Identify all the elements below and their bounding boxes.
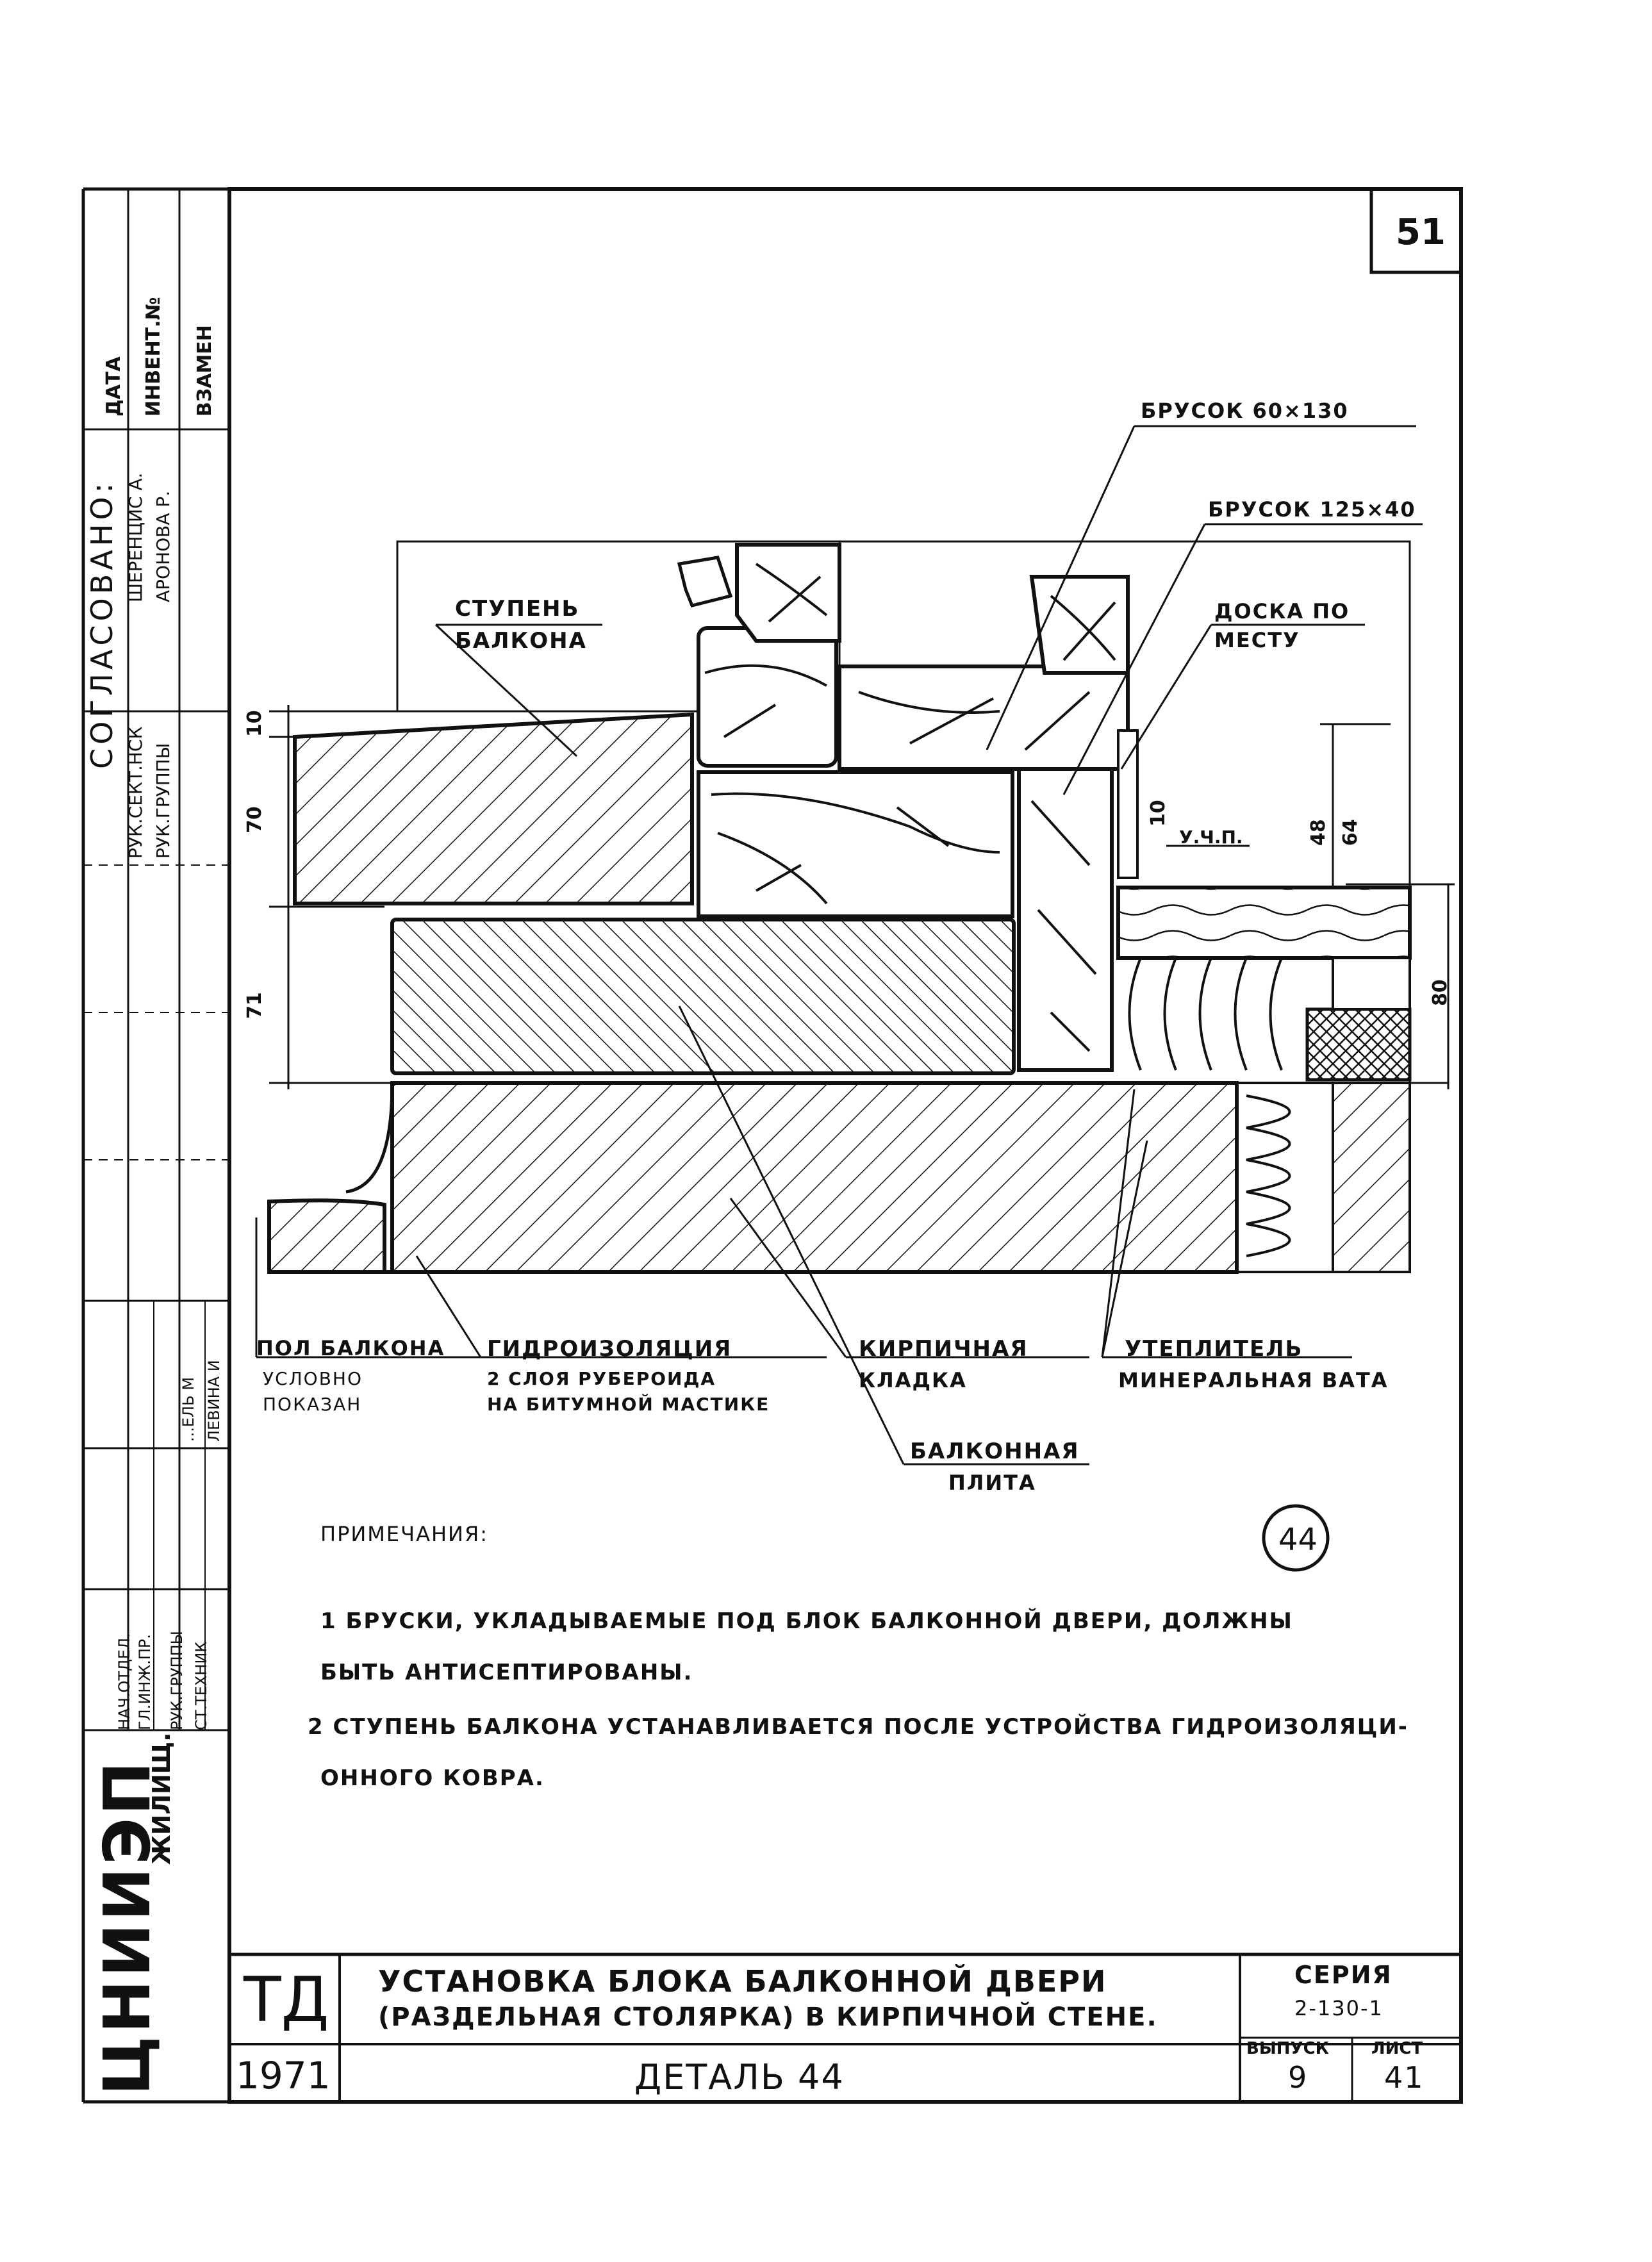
stamp-header: СОГЛАСОВАНО:: [85, 479, 119, 769]
label-stupen-1: СТУПЕНЬ: [455, 596, 580, 622]
title-block-subtitle: ДЕТАЛЬ 44: [634, 2057, 845, 2097]
label-gidro-2: 2 СЛОЯ РУБЕРОИДА: [487, 1368, 716, 1389]
title-block-list-value: 41: [1384, 2060, 1425, 2095]
stamp-lower-role-1: НАЧ.ОТДЕЛ.: [115, 1633, 133, 1730]
title-block-vypusk-label: ВЫПУСК: [1246, 2039, 1329, 2058]
title-block-seria-value: 2-130-1: [1294, 1996, 1384, 2020]
label-gidro-1: ГИДРОИЗОЛЯЦИЯ: [487, 1336, 732, 1362]
leader-lines: [255, 425, 1423, 1465]
label-doska-2: МЕСТУ: [1214, 628, 1300, 652]
label-kirp-2: КЛАДКА: [859, 1368, 967, 1392]
title-block-list-label: ЛИСТ: [1371, 2039, 1423, 2058]
section-detail: [255, 425, 1455, 1572]
notes-title: ПРИМЕЧАНИЯ:: [320, 1522, 488, 1546]
org-logo-suffix: ЖИЛИЩ.: [147, 1732, 176, 1865]
brick-masonry: [267, 1081, 1239, 1274]
dimension-lines: [269, 705, 1455, 1089]
stamp-lower-role-3: РУК.ГРУППЫ: [168, 1631, 186, 1730]
label-plita-2: ПЛИТА: [948, 1471, 1036, 1495]
dim-70: 70: [244, 806, 266, 833]
stamp-lower-name-1: ...ЕЛЬ М: [179, 1377, 197, 1442]
label-plita-1: БАЛКОННАЯ: [910, 1439, 1080, 1464]
title-block-seria-label: СЕРИЯ: [1294, 1961, 1392, 1989]
page-number: 51: [1396, 211, 1446, 253]
title-block-vypusk-value: 9: [1288, 2060, 1309, 2095]
door-sill: [697, 626, 838, 768]
balcony-step: [293, 712, 694, 905]
label-brusok-60: БРУСОК 60×130: [1141, 399, 1349, 423]
brusok-60x130: [838, 665, 1130, 771]
title-block-year: 1971: [236, 2054, 331, 2097]
label-pol-3: ПОКАЗАН: [263, 1394, 362, 1415]
label-stupen-2: БАЛКОНА: [455, 628, 587, 654]
label-brusok-125: БРУСОК 125×40: [1208, 497, 1416, 522]
note-1b: БЫТЬ АНТИСЕПТИРОВАНЫ.: [320, 1660, 693, 1685]
balcony-slab: [390, 918, 1016, 1075]
dim-10b: 10: [1147, 800, 1169, 827]
floor-board: [1116, 886, 1412, 960]
label-pol-1: ПОЛ БАЛКОНА: [256, 1336, 445, 1360]
timber-vertical: [1017, 767, 1114, 1072]
note-1a: 1 БРУСКИ, УКЛАДЫВАЕМЫЕ ПОД БЛОК БАЛКОННО…: [320, 1608, 1293, 1634]
dim-64: 64: [1339, 819, 1362, 846]
stamp-row2-name: АРОНОВА Р.: [153, 490, 174, 602]
stamp-row1-name: ШЕРЕНЦИС А.: [125, 472, 146, 602]
stamp-col-invent: ИНВЕНТ.№: [142, 297, 165, 417]
label-utepl-2: МИНЕРАЛЬНАЯ ВАТА: [1118, 1368, 1389, 1392]
title-block-td: ТД: [244, 1964, 329, 2036]
title-block-title-2: (РАЗДЕЛЬНАЯ СТОЛЯРКА) В КИРПИЧНОЙ СТЕНЕ.: [378, 2002, 1158, 2032]
note-2b: ОННОГО КОВРА.: [320, 1765, 545, 1791]
label-pol-2: УСЛОВНО: [263, 1368, 363, 1389]
stamp-lower-role-4: СТ.ТЕХНИК: [192, 1641, 210, 1730]
label-doska-1: ДОСКА ПО: [1214, 599, 1350, 623]
label-ucp: У.Ч.П.: [1179, 827, 1243, 848]
label-kirp-1: КИРПИЧНАЯ: [859, 1336, 1028, 1362]
timber-brusok-main: [697, 770, 1014, 918]
detail-marker-circle: [1262, 1504, 1330, 1572]
title-block-title-1: УСТАНОВКА БЛОКА БАЛКОННОЙ ДВЕРИ: [378, 1964, 1107, 1999]
stamp-lower-name-2: ЛЕВИНА И: [205, 1360, 223, 1442]
stamp-col-date: ДАТА: [103, 356, 125, 417]
detail-marker: 44: [1278, 1522, 1318, 1558]
stamp-col-vzamen: ВЗАМЕН: [194, 325, 216, 417]
sheet-frame: [81, 187, 1463, 2104]
stamp-row1-role: РУК.СЕКТ.НСК: [125, 726, 146, 859]
dim-10: 10: [244, 710, 266, 737]
stamp-row2-role: РУК.ГРУППЫ: [153, 743, 174, 859]
stamp-lower-role-2: ГЛ.ИНЖ.ПР.: [136, 1634, 154, 1730]
dim-48: 48: [1307, 819, 1330, 846]
note-2a: 2 СТУПЕНЬ БАЛКОНА УСТАНАВЛИВАЕТСЯ ПОСЛЕ …: [308, 1714, 1408, 1740]
dim-80: 80: [1429, 979, 1451, 1006]
dim-71: 71: [244, 992, 266, 1019]
label-gidro-3: НА БИТУМНОЙ МАСТИКЕ: [487, 1394, 770, 1415]
label-utepl-1: УТЕПЛИТЕЛЬ: [1125, 1336, 1303, 1362]
